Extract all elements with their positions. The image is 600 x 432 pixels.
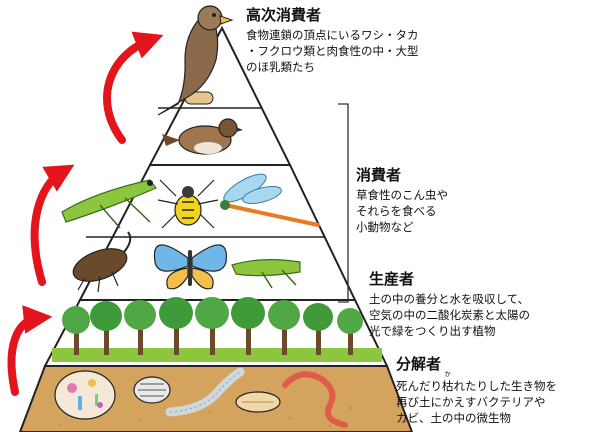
grass-strip — [52, 348, 382, 362]
consumers-title: 消費者 — [356, 166, 401, 184]
larva-icon — [236, 392, 280, 412]
consumers-description: 草食性のこん虫や それらを食べる 小動物など — [356, 187, 448, 235]
decomposers-title: 分解者 — [396, 355, 441, 373]
desc-text: 再び土にかえすバクテリアや カビ、土の中の微生物 — [396, 395, 546, 425]
apex-title: 高次消費者 — [246, 6, 321, 24]
tier-consumers — [80, 165, 355, 300]
furigana-base: 枯 — [442, 379, 454, 393]
arrow-to-consumers — [35, 172, 62, 282]
pillbug-icon — [134, 377, 170, 403]
microbe-icon — [55, 371, 115, 419]
furigana: か枯 — [442, 378, 454, 394]
arrow-to-producers — [12, 318, 38, 392]
decomposers-description: 死んだりか枯れたりした生き物を 再び土にかえすバクテリアや カビ、土の中の微生物 — [396, 378, 557, 426]
producers-description: 土の中の養分と水を吸収して、 空気の中の二酸化炭素と太陽の 光で緑をつくり出す植… — [369, 291, 530, 339]
desc-text: 死んだり — [396, 379, 442, 393]
arrow-to-apex — [107, 40, 150, 140]
producers-title: 生産者 — [369, 270, 414, 288]
furigana-reading: か — [442, 370, 454, 378]
desc-text: れたりした生き物を — [454, 379, 558, 393]
apex-description: 食物連鎖の頂点にいるワシ・タカ ・フクロウ類と肉食性の中・大型 のほ乳類たち — [246, 27, 419, 75]
